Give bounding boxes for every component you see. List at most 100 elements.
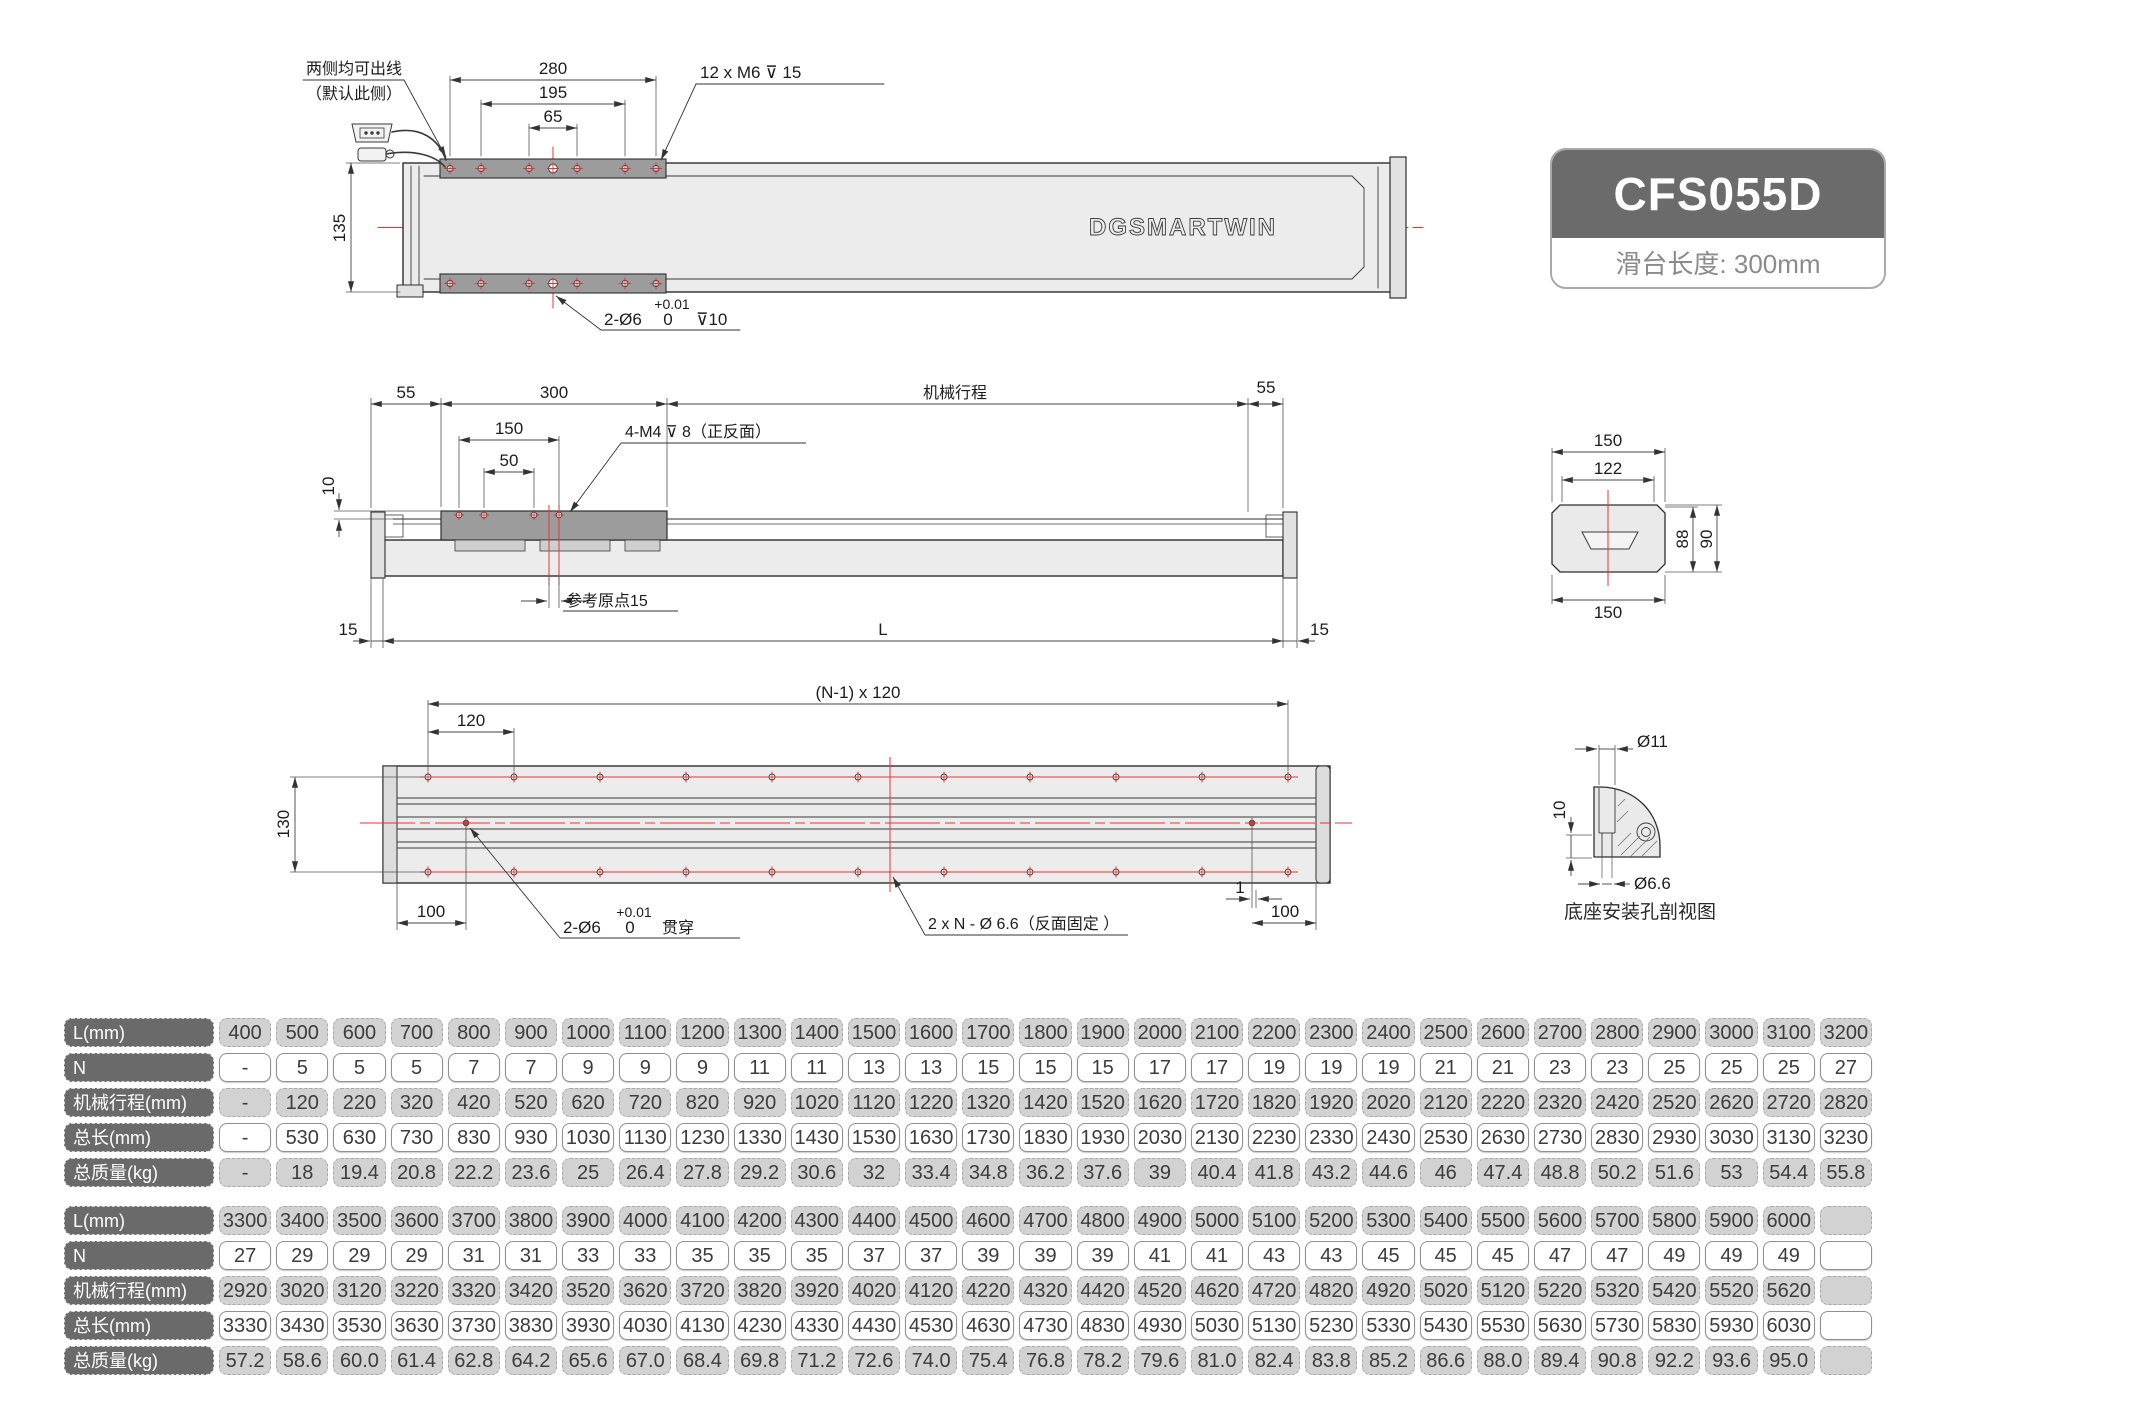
dimension-88-90: 88 90 <box>1665 504 1722 573</box>
spec-cell: 2330 <box>1305 1123 1358 1152</box>
stroke-label: 机械行程 <box>923 384 987 402</box>
dimension-280: 280 <box>449 59 657 157</box>
spec-cell: 50.2 <box>1591 1158 1644 1187</box>
spec-cell: 3330 <box>219 1311 272 1340</box>
dimension-chain-top: 55 300 机械行程 55 <box>370 378 1284 512</box>
base-mounting-holes <box>422 771 1294 878</box>
spec-cell: 2120 <box>1419 1088 1472 1117</box>
spec-cell: 5700 <box>1591 1206 1644 1235</box>
spec-cell: 27 <box>219 1241 272 1270</box>
spec-cell: 20.8 <box>390 1158 443 1187</box>
spec-cell: - <box>219 1053 272 1082</box>
spec-cell: 2720 <box>1762 1088 1815 1117</box>
spec-cell: 29.2 <box>733 1158 786 1187</box>
spec-cell: 48.8 <box>1533 1158 1587 1187</box>
brand-logo: DGSMARTWIN <box>1089 214 1277 241</box>
dimension-135: 135 <box>330 162 401 293</box>
spec-cell: 47 <box>1533 1241 1587 1270</box>
dim-55-right-label: 55 <box>1257 378 1276 397</box>
spec-cell: 9 <box>562 1053 615 1082</box>
spec-cell: 1530 <box>847 1123 901 1152</box>
spec-cell: 4000 <box>619 1206 672 1235</box>
spec-cell: - <box>219 1158 272 1187</box>
spec-cell: 23 <box>1591 1053 1644 1082</box>
dim-150-label: 150 <box>495 419 523 438</box>
dimension-50-slider: 50 <box>483 451 535 508</box>
spec-cell: 37 <box>905 1241 958 1270</box>
technical-drawing-canvas: DGSMARTWIN 两侧均可出线 （默认此侧） 65 <box>274 59 1722 939</box>
spec-cell: 1230 <box>676 1123 729 1152</box>
spec-cell: 4600 <box>962 1206 1015 1235</box>
spec-cell: 5300 <box>1362 1206 1415 1235</box>
spec-cell: 76.8 <box>1019 1346 1072 1375</box>
bottom-view-drawing: (N-1) x 120 120 130 100 1 <box>274 683 1352 939</box>
spec-cell: 3730 <box>447 1311 500 1340</box>
spec-cell: 11 <box>733 1053 786 1082</box>
dim-55-left-label: 55 <box>397 383 416 402</box>
spec-cell: 5320 <box>1591 1276 1644 1305</box>
spec-cell: 4320 <box>1019 1276 1072 1305</box>
spec-cell: 4230 <box>733 1311 786 1340</box>
dimension-120: 120 <box>428 711 515 771</box>
spec-cell: 4420 <box>1076 1276 1129 1305</box>
spec-cell: 2300 <box>1305 1018 1358 1047</box>
spec-cell: 5120 <box>1476 1276 1529 1305</box>
dimension-10-height: 10 <box>319 477 441 537</box>
callout-m4: 4-M4 ⊽ 8（正反面） <box>569 423 806 513</box>
spec-cell: 2530 <box>1419 1123 1472 1152</box>
top-view-drawing: DGSMARTWIN 两侧均可出线 （默认此侧） 65 <box>302 59 1429 331</box>
base-bottom-view <box>382 765 1331 884</box>
spec-cell: 95.0 <box>1762 1346 1815 1375</box>
spec-cell: 2020 <box>1362 1088 1415 1117</box>
row-label: N <box>64 1053 214 1082</box>
spec-cell: 3530 <box>333 1311 386 1340</box>
spec-cell: 49 <box>1705 1241 1758 1270</box>
spec-cell: 500 <box>276 1018 329 1047</box>
spec-cell: 4100 <box>676 1206 729 1235</box>
spec-cell: 4030 <box>619 1311 672 1340</box>
dimension-chain-bottom: 15 L 15 <box>339 578 1329 648</box>
spec-cell: 5620 <box>1762 1276 1815 1305</box>
spec-cell: 25 <box>1762 1053 1815 1082</box>
spec-cell: 1620 <box>1133 1088 1186 1117</box>
origin-note: 参考原点15 <box>521 576 678 612</box>
spec-cell: 67.0 <box>619 1346 672 1375</box>
spec-cell: 5800 <box>1648 1206 1701 1235</box>
spec-cell: 4620 <box>1190 1276 1244 1305</box>
dim-d11-label: Ø11 <box>1637 732 1668 751</box>
spec-cell: 2130 <box>1190 1123 1244 1152</box>
dimension-d66: Ø6.6 <box>1578 874 1671 893</box>
spec-cell: 79.6 <box>1133 1346 1186 1375</box>
spec-cell: 4020 <box>847 1276 901 1305</box>
spec-cell: 3830 <box>504 1311 558 1340</box>
spec-cell: - <box>219 1123 272 1152</box>
row-label: 总质量(kg) <box>64 1346 214 1375</box>
spec-cell: 11 <box>790 1053 843 1082</box>
spec-cell: 71.2 <box>790 1346 843 1375</box>
spec-cell: 3220 <box>390 1276 443 1305</box>
pin-note-prefix: 2-Ø6 <box>563 918 601 937</box>
callout-fix-holes: 2 x N - Ø 6.6（反面固定 ） <box>892 876 1128 936</box>
spec-cell: 27.8 <box>676 1158 729 1187</box>
spec-cell: 4830 <box>1076 1311 1129 1340</box>
spec-cell: 5020 <box>1419 1276 1472 1305</box>
spec-cell: 3800 <box>504 1206 558 1235</box>
spec-cell: 1220 <box>905 1088 958 1117</box>
spec-cell: 1120 <box>847 1088 901 1117</box>
row-label: 机械行程(mm) <box>64 1088 214 1117</box>
spec-cell: 47.4 <box>1476 1158 1529 1187</box>
spec-cell: 49 <box>1762 1241 1815 1270</box>
dim-d66-label: Ø6.6 <box>1634 874 1671 893</box>
spec-cell: 15 <box>1076 1053 1129 1082</box>
spec-cell: 83.8 <box>1305 1346 1358 1375</box>
spec-cell: 1720 <box>1190 1088 1244 1117</box>
spec-cell: 41 <box>1190 1241 1244 1270</box>
spec-cell: 3130 <box>1762 1123 1815 1152</box>
spec-cell: 25 <box>1648 1053 1701 1082</box>
spec-cell: 2200 <box>1248 1018 1301 1047</box>
spec-cell: 90.8 <box>1591 1346 1644 1375</box>
spec-cell: 57.2 <box>219 1346 272 1375</box>
dowel-note-tol-high: +0.01 <box>654 296 690 312</box>
spec-cell: 1000 <box>562 1018 615 1047</box>
